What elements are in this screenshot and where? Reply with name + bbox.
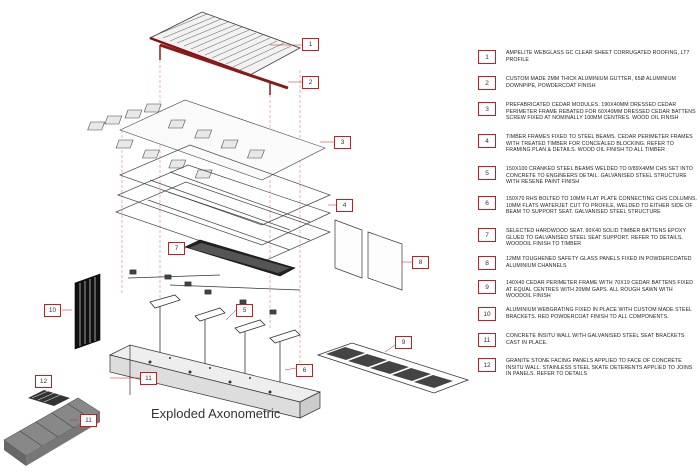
- legend-number: 12: [478, 358, 496, 372]
- legend-item-4: 4 TIMBER FRAMES FIXED TO STEEL BEAMS. CE…: [478, 134, 698, 174]
- legend-number: 7: [478, 228, 496, 242]
- legend-item-9: 9 140X40 CEDAR PERIMETER FRAME WITH 70X1…: [478, 280, 698, 320]
- drawing-title: Exploded Axonometric: [151, 406, 281, 421]
- drawing-svg: [3, 11, 470, 466]
- hardwood-seat: [184, 239, 296, 277]
- legend-item-6: 6 150X70 RHS BOLTED TO 10MM FLAT PLATE C…: [478, 196, 698, 236]
- legend-item-12: 12 GRANITE STONE FACING PANELS APPLIED T…: [478, 358, 698, 398]
- legend-text: CONCRETE INSITU WALL WITH GALVANISED STE…: [506, 333, 685, 346]
- cedar-panel: [316, 342, 470, 394]
- legend-number: 3: [478, 102, 496, 116]
- cedar-modules: [87, 99, 326, 181]
- callout-9: 9: [395, 336, 412, 349]
- legend-text: GRANITE STONE FACING PANELS APPLIED TO F…: [506, 358, 693, 378]
- legend-number: 1: [478, 50, 496, 64]
- callout-4: 4: [336, 199, 353, 212]
- glass-panels: [334, 219, 403, 291]
- legend-text: 150X100 CRANKED STEEL BEAMS WELDED TO 0/…: [506, 166, 693, 186]
- legend-text: TIMBER FRAMES FIXED TO STEEL BEAMS. CEDA…: [506, 134, 693, 154]
- callout-11-facing: 11: [80, 414, 97, 427]
- legend-text: 140X40 CEDAR PERIMETER FRAME WITH 70X19 …: [506, 280, 694, 300]
- legend-number: 2: [478, 76, 496, 90]
- webgrating-panel: [74, 273, 101, 350]
- legend-item-8: 8 12MM TOUGHENED SAFETY GLASS PANELS FIX…: [478, 256, 698, 296]
- callout-10: 10: [44, 304, 61, 317]
- callout-11-wall: 11: [140, 372, 157, 385]
- legend-text: ALUMINIUM WEBGRATING FIXED IN PLACE WITH…: [506, 307, 692, 320]
- legend-number: 5: [478, 166, 496, 180]
- callout-6: 6: [296, 364, 313, 377]
- legend-number: 9: [478, 280, 496, 294]
- granite-facing: [3, 390, 101, 466]
- legend-text: SELECTED HARDWOOD SEAT. 90X40 SOLID TIMB…: [506, 228, 686, 248]
- legend-text: CUSTOM MADE 2MM THICK ALUMINIUM GUTTER, …: [506, 76, 676, 89]
- legend-text: 12MM TOUGHENED SAFETY GLASS PANELS FIXED…: [506, 256, 692, 269]
- legend-item-10: 10 ALUMINIUM WEBGRATING FIXED IN PLACE W…: [478, 307, 698, 347]
- callout-8: 8: [412, 256, 429, 269]
- legend-text: PREFABRICATED CEDAR MODULES. 190X40MM DR…: [506, 102, 696, 122]
- callout-1: 1: [302, 38, 319, 51]
- legend-item-2: 2 CUSTOM MADE 2MM THICK ALUMINIUM GUTTER…: [478, 76, 698, 116]
- callout-2: 2: [302, 76, 319, 89]
- legend-item-11: 11 CONCRETE INSITU WALL WITH GALVANISED …: [478, 333, 698, 373]
- callout-leaders: [62, 44, 412, 421]
- legend-number: 10: [478, 307, 496, 321]
- exploded-axonometric-drawing: 1 2 3 4 5 6 7 8 9 10 11 11 12 Exploded A…: [3, 11, 470, 466]
- legend-text: 150X70 RHS BOLTED TO 10MM FLAT PLATE CON…: [506, 196, 698, 216]
- legend-number: 8: [478, 256, 496, 270]
- legend-number: 4: [478, 134, 496, 148]
- timber-frames: [115, 144, 331, 263]
- concrete-wall: [108, 344, 322, 419]
- legend-text: AMPELITE WEBGLASS GC CLEAR SHEET CORRUGA…: [506, 50, 690, 63]
- callout-7: 7: [168, 242, 185, 255]
- gutter: [159, 43, 289, 95]
- roofing-sheet: [148, 11, 301, 77]
- legend-item-3: 3 PREFABRICATED CEDAR MODULES. 190X40MM …: [478, 102, 698, 142]
- callout-12: 12: [35, 375, 52, 388]
- legend-item-1: 1 AMPELITE WEBGLASS GC CLEAR SHEET CORRU…: [478, 50, 698, 90]
- legend-item-7: 7 SELECTED HARDWOOD SEAT. 90X40 SOLID TI…: [478, 228, 698, 268]
- callout-3: 3: [334, 136, 351, 149]
- legend-item-5: 5 150X100 CRANKED STEEL BEAMS WELDED TO …: [478, 166, 698, 206]
- legend-number: 6: [478, 196, 496, 210]
- callout-5: 5: [236, 304, 253, 317]
- legend-number: 11: [478, 333, 496, 347]
- steel-structure: [127, 269, 301, 388]
